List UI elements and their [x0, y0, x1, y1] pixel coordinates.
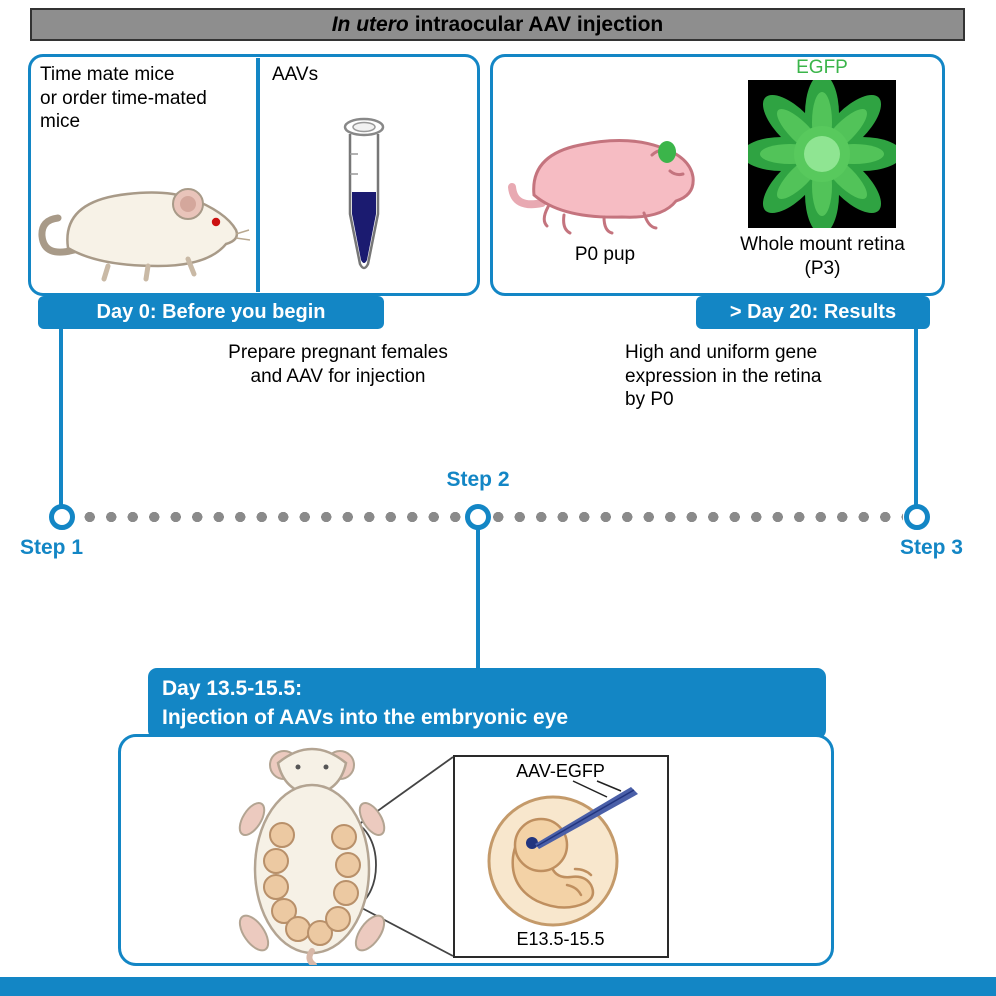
day0-panel-divider — [256, 58, 260, 292]
tube-icon — [343, 117, 385, 270]
injection-badge: Day 13.5-15.5: Injection of AAVs into th… — [148, 668, 826, 739]
day0-caption: Prepare pregnant females and AAV for inj… — [228, 342, 448, 387]
step1-marker — [49, 504, 75, 530]
step3-marker — [904, 504, 930, 530]
step3-label: Step 3 — [899, 536, 963, 559]
mouse-icon — [38, 188, 251, 282]
aavs-label: AAVs — [272, 64, 319, 85]
egfp-label: EGFP — [796, 57, 848, 78]
day0-badge: Day 0: Before you begin — [38, 296, 384, 329]
figure-title-bar: In utero intraocular AAV injection — [30, 8, 965, 41]
mice-instruction-text: Time mate mice or order time-mated mice — [40, 64, 207, 133]
step2-marker — [465, 504, 491, 530]
retina-caption: Whole mount retina (P3) — [740, 234, 905, 279]
connector-day0-step1 — [59, 329, 63, 505]
pup-caption: P0 pup — [574, 244, 636, 265]
pregnant-mouse-icon — [238, 747, 386, 965]
aav-egfp-label: AAV-EGFP — [516, 761, 605, 781]
connector-day20-step3 — [914, 329, 918, 505]
pup-icon — [508, 139, 695, 235]
timeline-dotted-line — [79, 510, 903, 524]
connector-step2-injection — [476, 529, 480, 669]
day20-badge: > Day 20: Results — [696, 296, 930, 329]
retina-image — [748, 80, 896, 228]
injection-panel: AAV-EGFP E13.5-15.5 — [118, 734, 834, 966]
results-caption: High and uniform gene expression in the … — [625, 342, 822, 411]
figure-title-italic: In utero — [331, 12, 409, 36]
figure-title-rest: intraocular AAV injection — [414, 12, 664, 36]
footer-accent-bar — [0, 977, 996, 996]
embryo-inset-box: AAV-EGFP E13.5-15.5 — [453, 755, 669, 958]
embryo-stage-label: E13.5-15.5 — [516, 929, 605, 949]
step2-label: Step 2 — [446, 468, 510, 491]
step1-label: Step 1 — [20, 536, 84, 559]
embryo-icon — [487, 780, 638, 927]
